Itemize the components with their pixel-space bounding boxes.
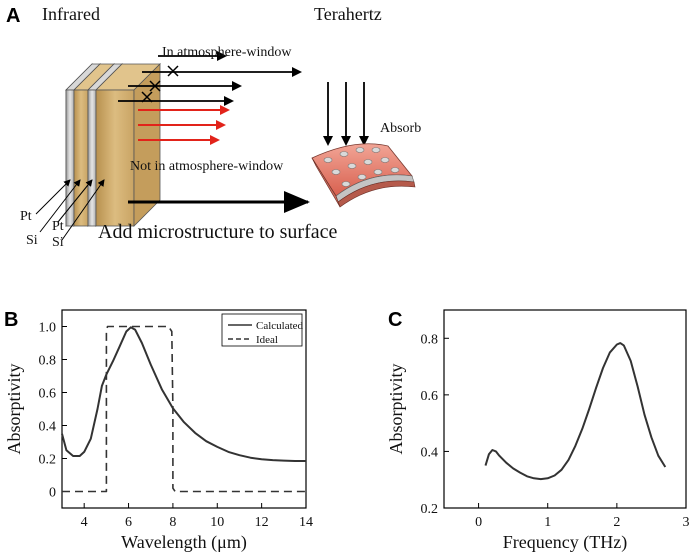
y-tick-label: 0.4 xyxy=(39,420,57,435)
black-arrows xyxy=(118,51,302,106)
label-terahertz: Terahertz xyxy=(314,4,382,24)
pad-dot xyxy=(390,167,400,173)
pad-dot xyxy=(373,169,383,175)
x-tick-label: 3 xyxy=(683,515,690,530)
pad-dot xyxy=(363,159,373,165)
x-tick-label: 4 xyxy=(81,515,88,530)
label-in-window: In atmosphere-window xyxy=(162,45,292,60)
layer-label-pt-1: Pt xyxy=(20,209,32,224)
pad-dot xyxy=(339,151,349,157)
pad-dot xyxy=(323,157,333,163)
layer-4-face xyxy=(95,89,135,227)
x-tick-label: 2 xyxy=(613,515,620,530)
y-axis-label: Absorptivity xyxy=(386,363,406,454)
label-infrared: Infrared xyxy=(42,4,100,24)
layer-3-face xyxy=(87,89,97,227)
plot-frame xyxy=(443,309,687,509)
x-tick-label: 0 xyxy=(475,515,482,530)
pad-layer-2 xyxy=(337,180,416,208)
x-tick-label: 10 xyxy=(210,515,224,530)
pointer-line xyxy=(57,179,93,223)
red-arrows xyxy=(138,105,230,145)
y-axis-label: Absorptivity xyxy=(4,363,24,454)
cross-marks xyxy=(141,65,179,103)
cross-icon xyxy=(141,91,153,103)
legend-label: Calculated xyxy=(256,320,304,332)
y-tick-label: 0.6 xyxy=(421,389,439,404)
pad-edge xyxy=(311,157,341,208)
pad-dot xyxy=(331,169,341,175)
y-tick-label: 0.2 xyxy=(39,453,57,468)
y-tick-label: 0.8 xyxy=(39,354,57,369)
x-axis-label: Frequency (THz) xyxy=(503,532,627,553)
panel-a-letter: A xyxy=(6,5,20,27)
pointer-line xyxy=(35,179,71,215)
layer-1-face xyxy=(65,89,75,227)
label-absorb: Absorb xyxy=(380,121,421,136)
layer-label-si-1: Si xyxy=(26,233,38,248)
legend-box xyxy=(221,313,303,347)
plot-frame xyxy=(61,309,307,509)
y-tick-label: 0.8 xyxy=(421,332,439,347)
layer-label-pt-2: Pt xyxy=(52,219,64,234)
panel-a: A Infrared Terahertz xyxy=(6,4,421,250)
x-axis-label: Wavelength (μm) xyxy=(121,532,247,553)
x-tick-label: 14 xyxy=(299,515,313,530)
y-tick-label: 0.4 xyxy=(421,445,439,460)
series-line-main xyxy=(484,342,667,481)
cross-icon xyxy=(149,80,161,92)
panel-b-letter: B xyxy=(4,309,18,331)
pad-dot xyxy=(341,181,351,187)
series-line-ideal xyxy=(62,325,306,493)
pad-dot xyxy=(357,174,367,180)
x-tick-label: 12 xyxy=(255,515,269,530)
legend-label: Ideal xyxy=(256,334,278,346)
y-tick-label: 1.0 xyxy=(39,321,57,336)
pad-dots xyxy=(323,147,400,187)
absorber-pad xyxy=(311,143,416,208)
y-tick-label: 0.2 xyxy=(421,502,439,517)
x-tick-label: 8 xyxy=(169,515,176,530)
label-add-microstructure: Add microstructure to surface xyxy=(98,221,337,243)
panel-c-letter: C xyxy=(388,309,402,331)
pad-dot xyxy=(371,147,381,153)
pointer-line xyxy=(39,179,81,233)
y-tick-label: 0 xyxy=(49,486,56,501)
pointer-line xyxy=(61,179,105,241)
layer-label-si-2: Si xyxy=(52,235,64,250)
label-not-window: Not in atmosphere-window xyxy=(130,159,284,174)
series-line-calculated xyxy=(61,326,306,462)
x-tick-label: 6 xyxy=(125,515,132,530)
pad-dot xyxy=(347,163,357,169)
cross-icon xyxy=(167,65,179,77)
y-tick-label: 0.6 xyxy=(39,387,57,402)
pad-dot xyxy=(380,157,390,163)
pad-dot xyxy=(355,147,365,153)
x-tick-label: 1 xyxy=(544,515,551,530)
layer-pointers xyxy=(35,179,105,241)
thz-arrows xyxy=(323,82,369,146)
